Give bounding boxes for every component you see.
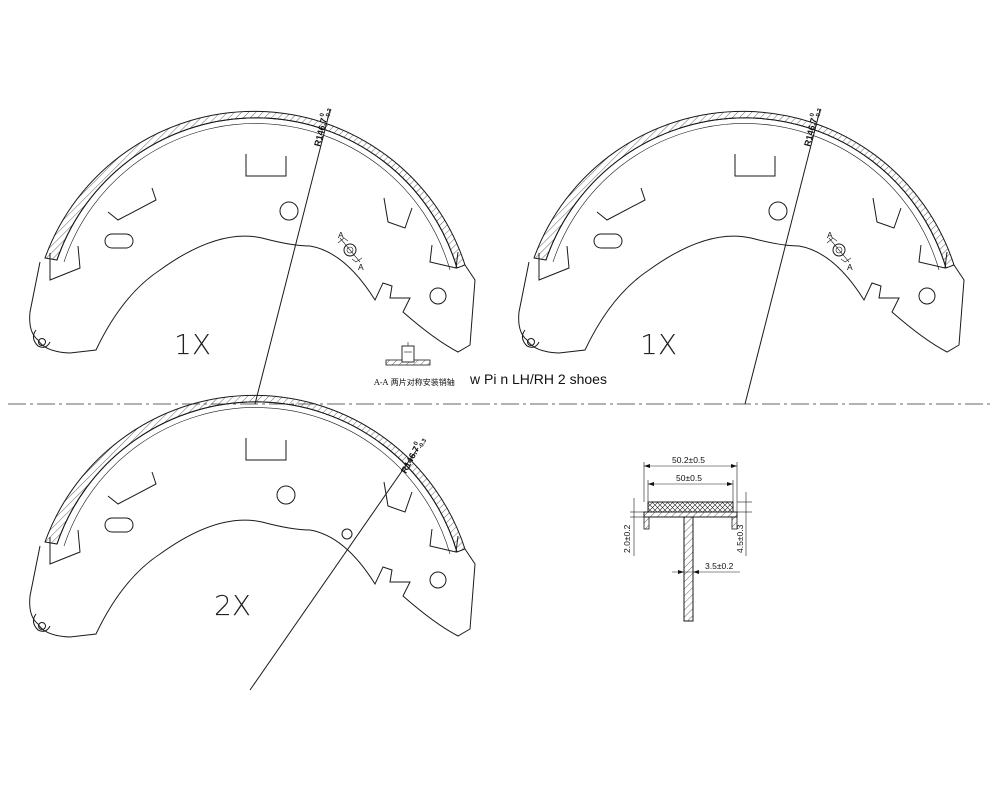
brake-shoe-2: R146.70-0.3 A A 1X [518, 107, 965, 405]
section-mark-lower: A [847, 262, 853, 272]
quantity-label: 1X [174, 328, 211, 361]
section-note: A-A 两片对称安装销轴 [373, 377, 455, 387]
brake-shoe-1: R146.70-0.3 A A 1X [29, 107, 476, 405]
dim-lining-width: 50±0.5 [676, 473, 702, 483]
radius-leader [249, 447, 419, 691]
dim-rim-thickness: 2.0±0.2 [622, 524, 632, 553]
cross-section-detail: 50.2±0.5 50±0.5 2.0±0.2 4.5±0.3 3.5±0.2 [622, 455, 752, 622]
section-a-a-detail: A-A 两片对称安装销轴 [373, 342, 455, 387]
brake-shoe-3: R146.70-0.3 2X [29, 394, 476, 691]
section-mark-lower: A [358, 262, 364, 272]
radius-leader [254, 109, 331, 405]
quantity-label: 1X [640, 328, 677, 361]
dim-overall-width: 50.2±0.5 [672, 455, 705, 465]
wpin-note: w Pi n LH/RH 2 shoes [469, 371, 607, 387]
quantity-label: 2X [214, 589, 251, 622]
section-mark-upper: A [827, 230, 833, 240]
dim-lining-thickness: 4.5±0.3 [735, 524, 745, 553]
radius-leader [744, 109, 821, 405]
section-mark-upper: A [338, 230, 344, 240]
dim-web-thickness: 3.5±0.2 [705, 561, 734, 571]
